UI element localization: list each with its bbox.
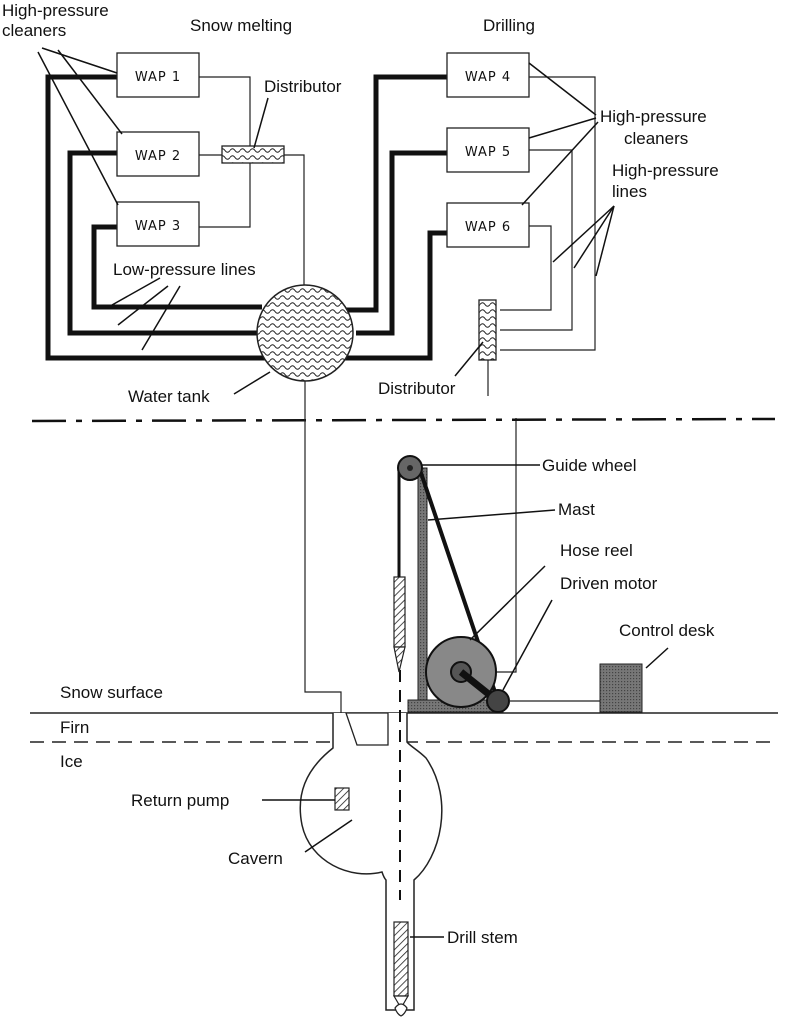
low-pressure-lines	[45, 74, 447, 361]
svg-text:WAP 1: WAP 1	[135, 70, 181, 85]
wap-unit-2: WAP 2	[116, 131, 200, 177]
label-distributor-top: Distributor	[264, 77, 342, 96]
drill-stem	[392, 921, 410, 1017]
label-distributor-bottom: Distributor	[378, 379, 456, 398]
high-pressure-lines	[199, 76, 596, 673]
hanging-drill	[393, 576, 406, 673]
control-desk	[599, 663, 643, 713]
water-tank	[256, 284, 354, 382]
svg-text:WAP 2: WAP 2	[135, 149, 181, 164]
distributor-drilling	[478, 299, 497, 361]
wap-unit-4: WAP 4	[446, 52, 530, 98]
label-driven-motor: Driven motor	[560, 574, 658, 593]
label-ice: Ice	[60, 752, 83, 771]
svg-text:WAP 3: WAP 3	[135, 219, 181, 234]
label-snow-surface: Snow surface	[60, 683, 163, 702]
label-drill-stem: Drill stem	[447, 928, 518, 947]
wap-unit-1: WAP 1	[116, 52, 200, 98]
wap-unit-3: WAP 3	[116, 201, 200, 247]
leader-lines	[37, 47, 669, 938]
label-hp-cleaners-left-1: High-pressure	[2, 1, 109, 20]
label-drilling: Drilling	[483, 16, 535, 35]
driven-motor	[486, 689, 510, 713]
label-snow-melting: Snow melting	[190, 16, 292, 35]
label-guide-wheel: Guide wheel	[542, 456, 637, 475]
label-hp-lines-1: High-pressure	[612, 161, 719, 180]
svg-text:WAP 6: WAP 6	[465, 220, 511, 235]
distributor-snow-melting	[221, 145, 285, 164]
hose-reel	[425, 636, 499, 708]
label-firn: Firn	[60, 718, 89, 737]
cavern	[299, 712, 443, 1011]
label-water-tank: Water tank	[128, 387, 210, 406]
wap-unit-5: WAP 5	[446, 127, 530, 173]
label-hose-reel: Hose reel	[560, 541, 633, 560]
label-hp-lines-2: lines	[612, 182, 647, 201]
label-hp-cleaners-right-2: cleaners	[624, 129, 688, 148]
label-hp-cleaners-right-1: High-pressure	[600, 107, 707, 126]
svg-text:WAP 5: WAP 5	[465, 145, 511, 160]
label-mast: Mast	[558, 500, 595, 519]
svg-text:WAP 4: WAP 4	[465, 70, 511, 85]
label-control-desk: Control desk	[619, 621, 715, 640]
guide-wheel	[397, 455, 423, 481]
label-return-pump: Return pump	[131, 791, 229, 810]
return-pump	[334, 787, 350, 811]
wap-unit-6: WAP 6	[446, 202, 530, 248]
label-cavern: Cavern	[228, 849, 283, 868]
boundary-line	[31, 417, 776, 423]
label-lp-lines: Low-pressure lines	[113, 260, 256, 279]
label-hp-cleaners-left-2: cleaners	[2, 21, 66, 40]
